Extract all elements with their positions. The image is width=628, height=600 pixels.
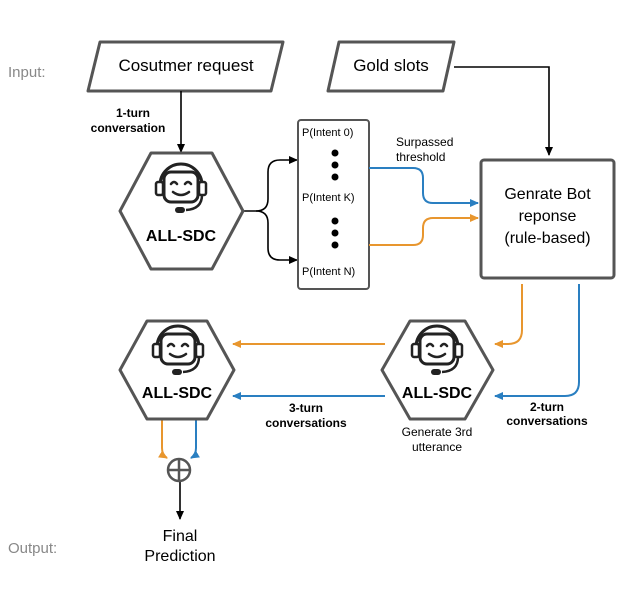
generate-label-line2: utterance [411,440,463,454]
gold-slots-shape [326,40,456,93]
model-hexagon-top [118,151,245,271]
ellipsis-dots-upper [331,149,339,181]
customer-request-shape [86,40,285,93]
ellipsis-dots-lower [331,217,339,249]
orange-arrow-to-bot [369,214,479,246]
bot-response-line1: Genrate Bot [504,186,591,203]
surpassed-label-line2: threshold [396,150,446,164]
combine-plus-icon [166,457,192,483]
intent-0-label: P(Intent 0) [302,127,354,139]
output-label: Output: [8,540,58,557]
three-turn-label-line2: conversations [265,416,347,430]
final-prediction-line2: Prediction [144,548,216,565]
final-prediction-line1: Final [162,528,198,545]
two-turn-label-line2: conversations [506,414,588,428]
model-label-left: ALL-SDC [141,385,213,402]
model-label-top: ALL-SDC [145,228,217,245]
intent-probability-box [297,119,370,290]
arrow-gold-slots-to-bot [454,66,553,156]
intent-n-label: P(Intent N) [302,266,356,278]
orange-arrow-bot-to-model-right [494,284,523,348]
gold-slots-label: Gold slots [353,56,429,75]
orange-arrow-to-combine [158,420,168,459]
three-turn-label-line1: 3-turn [289,401,323,415]
generate-label-line1: Generate 3rd [401,425,473,439]
blue-arrow-to-combine [190,420,200,459]
model-label-right: ALL-SDC [401,385,473,402]
blue-arrow-bot-to-model-right [494,284,580,400]
two-turn-label-line1: 2-turn [530,400,564,414]
bot-response-line2: reponse [518,208,577,225]
arrow-model-to-intent-n [255,210,298,264]
customer-request-label: Cosutmer request [118,56,254,75]
model-hexagon-left [118,319,236,421]
input-label: Input: [8,64,46,81]
bot-response-line3: (rule-based) [504,230,591,247]
arrow-model-to-intent-0 [243,156,298,212]
blue-arrow-surpassed-threshold [369,167,479,207]
model-hexagon-right [380,319,495,421]
surpassed-label-line1: Surpassed [396,135,454,149]
one-turn-label-line2: conversation [90,121,166,135]
intent-k-label: P(Intent K) [302,192,355,204]
one-turn-label-line1: 1-turn [116,106,150,120]
bot-response-box [479,158,616,280]
